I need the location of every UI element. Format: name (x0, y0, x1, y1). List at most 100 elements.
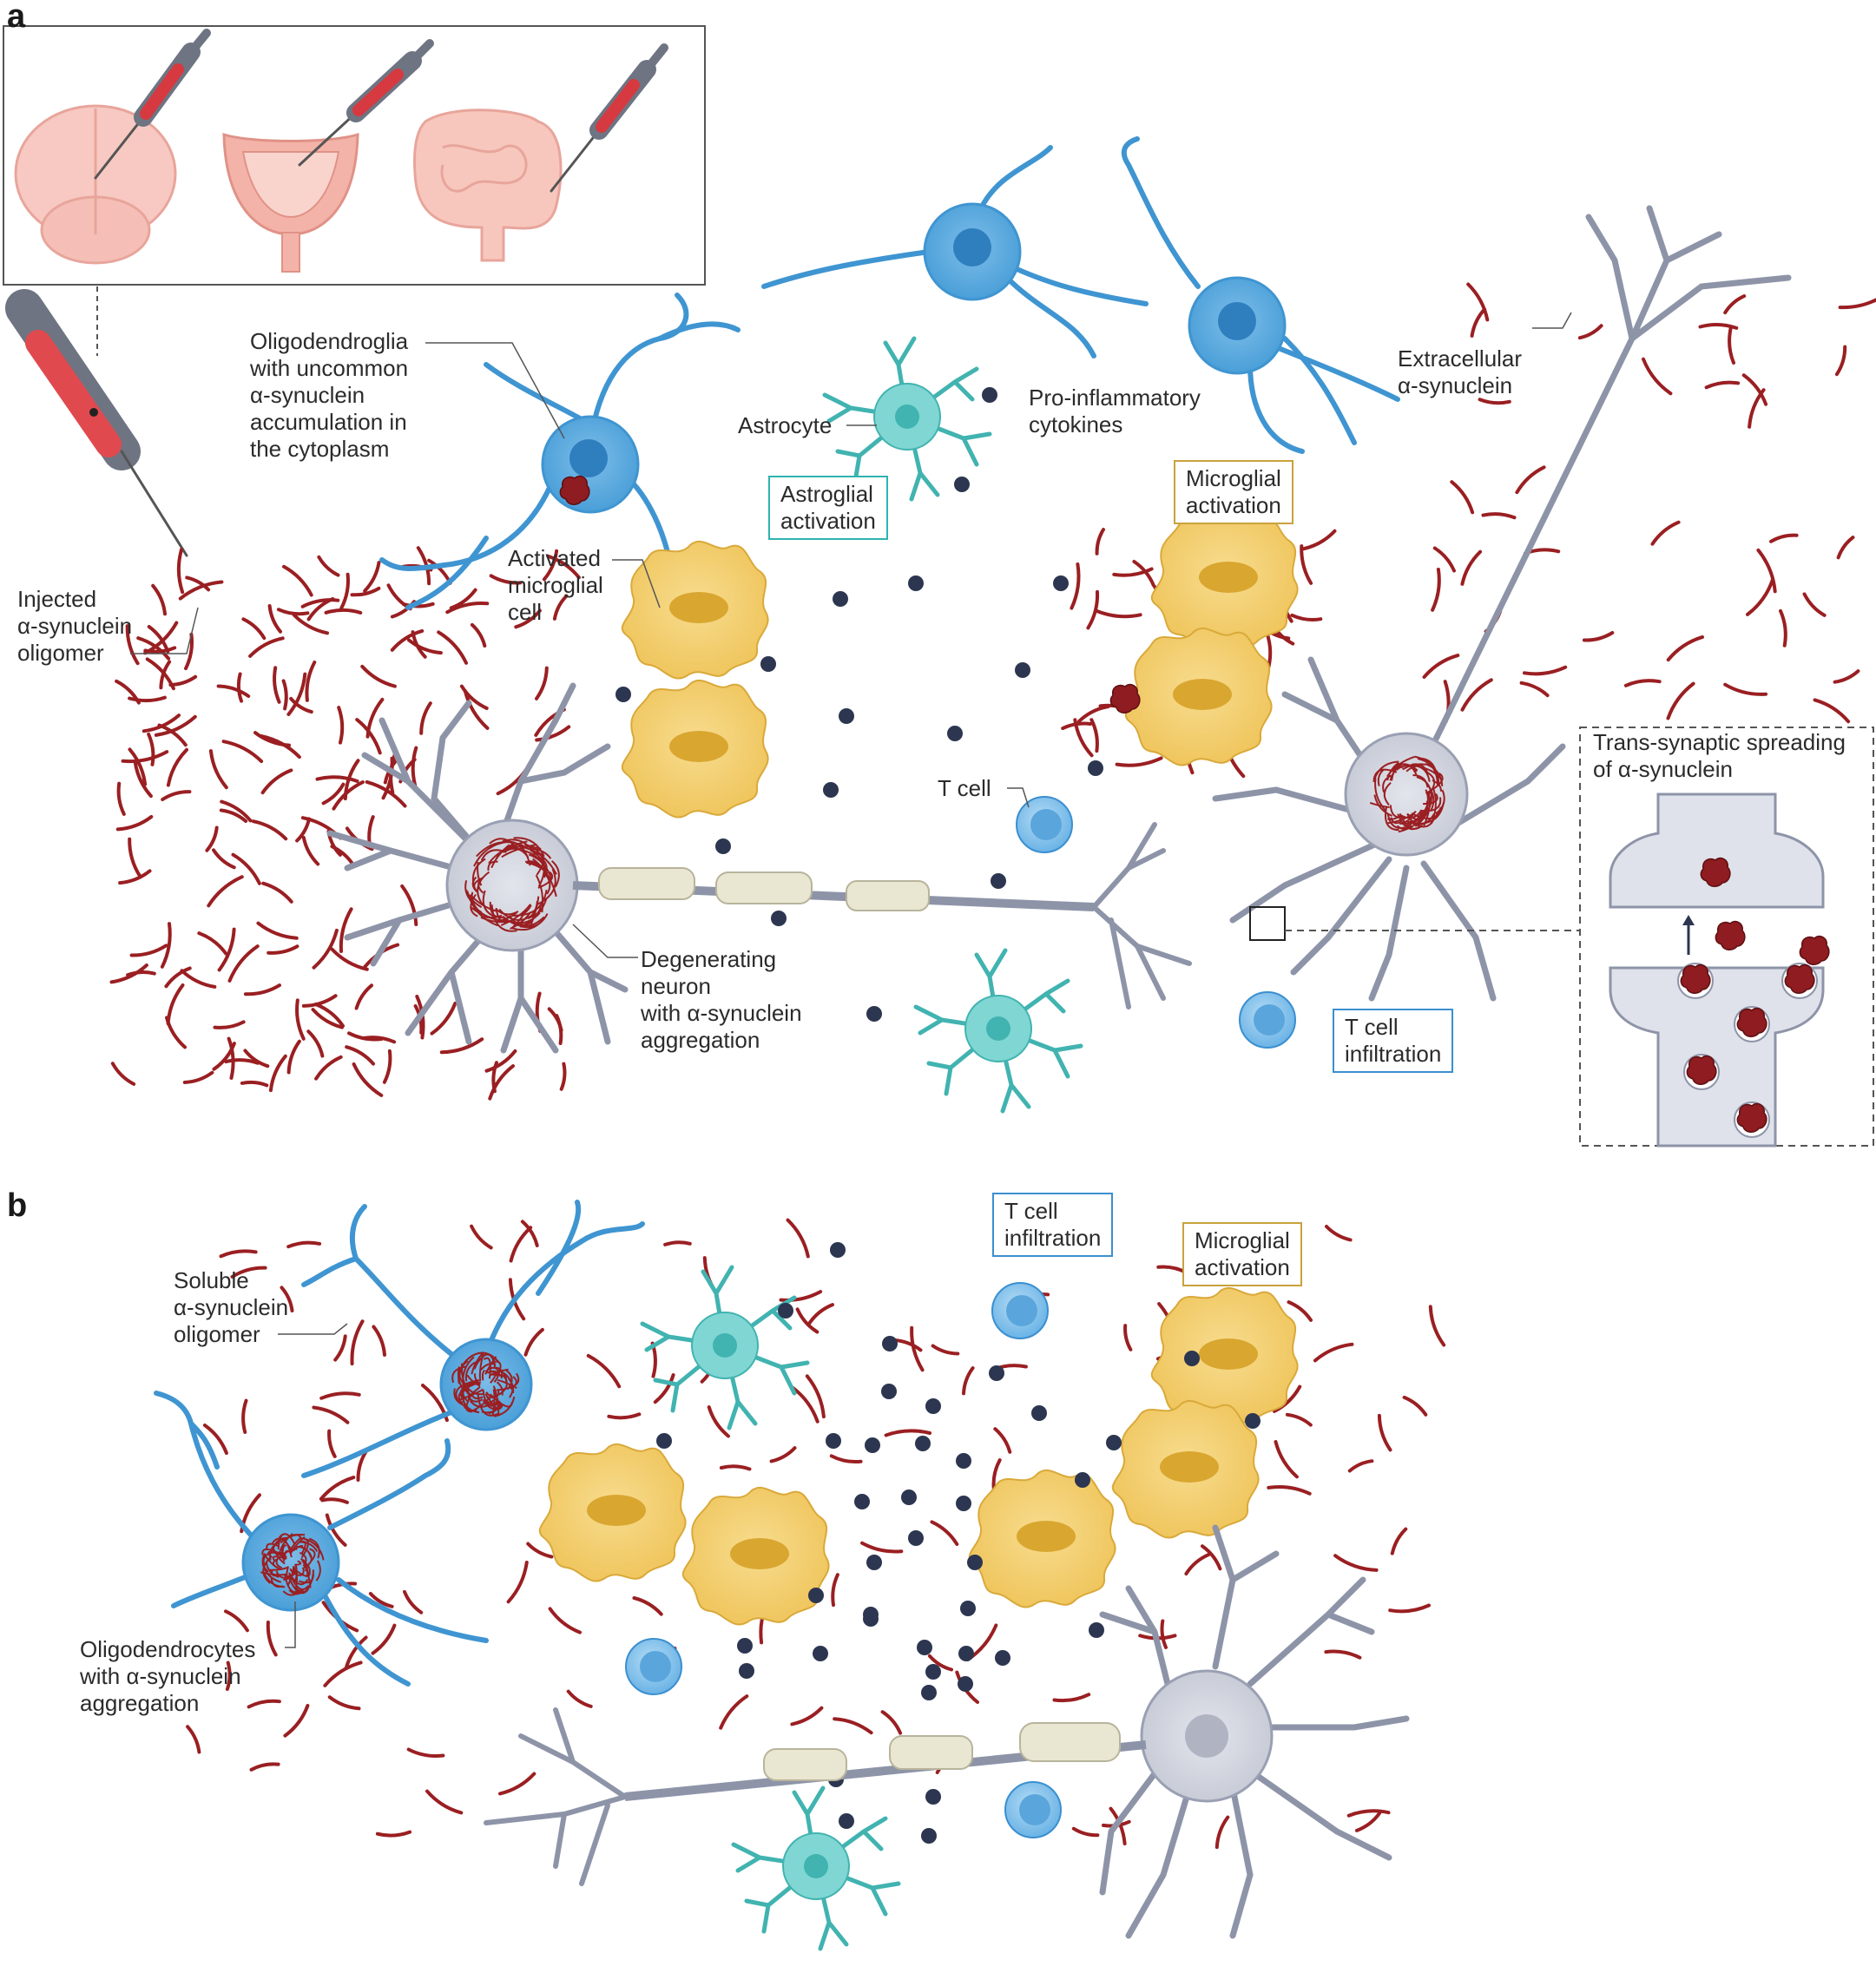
synuclein-fragment (548, 1607, 582, 1634)
synuclein-fragment (116, 781, 126, 816)
synuclein-fragment (491, 1061, 498, 1094)
synuclein-fragment (365, 697, 385, 739)
label-soluble-oligomer: Soluble α-synuclein oligomer (174, 1267, 289, 1347)
cytokine-dot (839, 1813, 854, 1829)
synuclein-fragment (790, 1385, 820, 1424)
synuclein-fragment (125, 624, 140, 666)
cytokine-dot (947, 726, 963, 741)
synuclein-fragment (833, 1717, 873, 1735)
synuclein-fragment (301, 835, 320, 866)
t-cell (991, 1282, 1049, 1339)
synuclein-fragment (892, 1338, 923, 1352)
syringe-icon (94, 29, 211, 180)
synuclein-fragment (1428, 1305, 1446, 1347)
cytokine-dot (1245, 1413, 1261, 1429)
t-cell-infiltration-callout: T cell infiltration (1333, 1009, 1454, 1073)
synuclein-fragment (400, 884, 418, 926)
synuclein-fragment (1214, 1815, 1230, 1850)
synuclein-fragment (339, 572, 350, 610)
synuclein-fragment (325, 1513, 347, 1547)
synuclein-fragment (363, 561, 381, 593)
t-cell (1239, 991, 1296, 1049)
cytokine-dot (771, 911, 787, 926)
brain-icon (14, 104, 177, 265)
cytokine-dot (1089, 1622, 1104, 1638)
t-cell (1016, 796, 1073, 853)
cytokine-dot (615, 687, 631, 702)
synuclein-fragment (212, 1042, 236, 1071)
synuclein-fragment (1523, 665, 1568, 676)
synuclein-fragment (769, 1446, 797, 1463)
synuclein-fragment (253, 731, 291, 747)
synuclein-fragment (217, 927, 236, 972)
synuclein-fragment (283, 1704, 310, 1738)
microglia-cell (538, 1443, 687, 1582)
synuclein-fragment (282, 564, 313, 597)
synuclein-fragment (707, 1405, 730, 1438)
cytokine-dot (901, 1490, 917, 1505)
synuclein-fragment (653, 1373, 675, 1404)
injection-syringe-icon (5, 289, 188, 557)
synuclein-fragment (231, 852, 261, 885)
microglia-cell (1150, 510, 1299, 649)
astroglial-activation-callout: Astroglial activation (768, 476, 888, 540)
synuclein-fragment (807, 1303, 834, 1325)
synuclein-fragment (546, 554, 581, 580)
label-injected-oligomer: Injected α-synuclein oligomer (17, 586, 133, 666)
synuclein-fragment (463, 689, 490, 730)
synuclein-fragment (216, 684, 251, 698)
cytokine-dot (967, 1555, 983, 1570)
synuclein-fragment (425, 1789, 464, 1815)
synuclein-fragment (786, 1218, 810, 1259)
synuclein-fragment (470, 622, 487, 648)
synuclein-fragment (719, 1464, 752, 1471)
synuclein-fragment (133, 760, 153, 799)
cytokine-dot (813, 1646, 828, 1661)
syringe-icon (550, 43, 668, 193)
synuclein-fragment (445, 601, 490, 615)
microglia-cell (621, 679, 769, 819)
synuclein-fragment (213, 1020, 246, 1029)
cytokine-dot (925, 1664, 941, 1680)
synuclein-fragment (430, 1001, 457, 1036)
synuclein-fragment (202, 1424, 228, 1455)
synuclein-fragment (535, 666, 549, 700)
cytokine-dot (865, 1437, 880, 1453)
synuclein-fragment (372, 1325, 386, 1357)
synuclein-fragment (240, 1080, 269, 1088)
synuclein-fragment (1723, 682, 1768, 696)
microglial-activation-callout: Microglial activation (1182, 1222, 1302, 1286)
label-pro-inflammatory-cytokines: Pro-inflammatory cytokines (1029, 385, 1201, 437)
synuclein-fragment (267, 944, 300, 955)
cytokine-dot (982, 387, 997, 403)
synuclein-fragment (1519, 681, 1550, 698)
synuclein-fragment (159, 660, 172, 690)
synuclein-fragment (247, 1699, 281, 1709)
synuclein-fragment (514, 608, 542, 629)
synuclein-fragment (176, 548, 185, 595)
synuclein-fragment (110, 1062, 136, 1086)
synuclein-fragment (166, 983, 185, 1026)
microglia-cell (1124, 627, 1273, 766)
synuclein-fragment (345, 1045, 375, 1066)
oligodendrocyte-cell (154, 1391, 489, 1687)
synuclein-fragment (205, 825, 219, 852)
synuclein-fragment (241, 1398, 248, 1434)
synuclein-fragment (350, 1319, 365, 1366)
synuclein-fragment (930, 1520, 959, 1546)
synuclein-fragment (1071, 1826, 1100, 1838)
synuclein-fragment (323, 1660, 363, 1687)
synuclein-fragment (962, 1366, 975, 1396)
synuclein-fragment (292, 613, 329, 635)
synuclein-fragment (230, 1266, 267, 1279)
synuclein-fragment (306, 597, 335, 621)
synuclein-fragment (352, 1062, 384, 1097)
synuclein-fragment (535, 725, 571, 742)
cytokine-dot (839, 708, 854, 724)
synuclein-aggregate-icon (1109, 683, 1141, 714)
synuclein-fragment (632, 1596, 663, 1616)
synuclein-fragment (164, 966, 192, 989)
synuclein-fragment (1301, 529, 1337, 551)
astrocyte-cell (916, 950, 1081, 1111)
microglia-cell (681, 1486, 830, 1626)
